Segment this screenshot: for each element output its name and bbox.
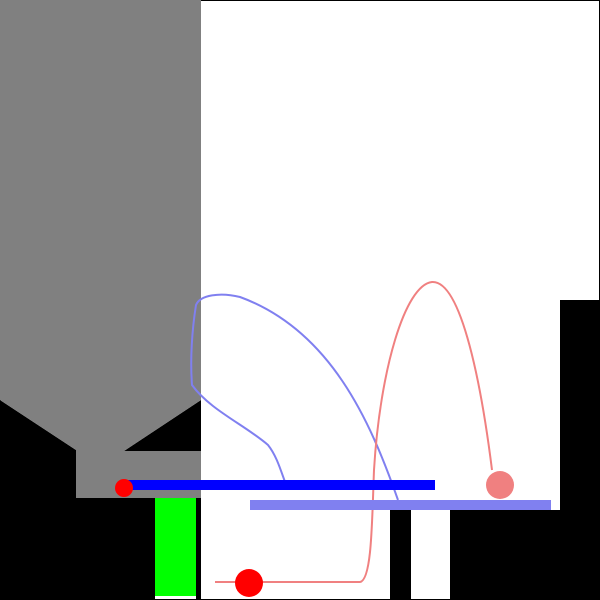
blue-bar-final (125, 480, 435, 490)
center-pillar (390, 510, 411, 600)
blue-bar-initial (250, 500, 551, 510)
red-ball-start (235, 569, 263, 597)
right-ground-block (450, 510, 560, 600)
blue-bar-path (190, 293, 399, 501)
goal-zone (155, 498, 196, 596)
red-ball-path (215, 280, 493, 583)
left-ground-wall (0, 400, 155, 600)
center-left-ground (196, 498, 201, 600)
funnel (0, 0, 201, 498)
red-ball-initial (486, 471, 514, 499)
red-ball-final (115, 479, 133, 497)
right-wall (560, 300, 600, 600)
